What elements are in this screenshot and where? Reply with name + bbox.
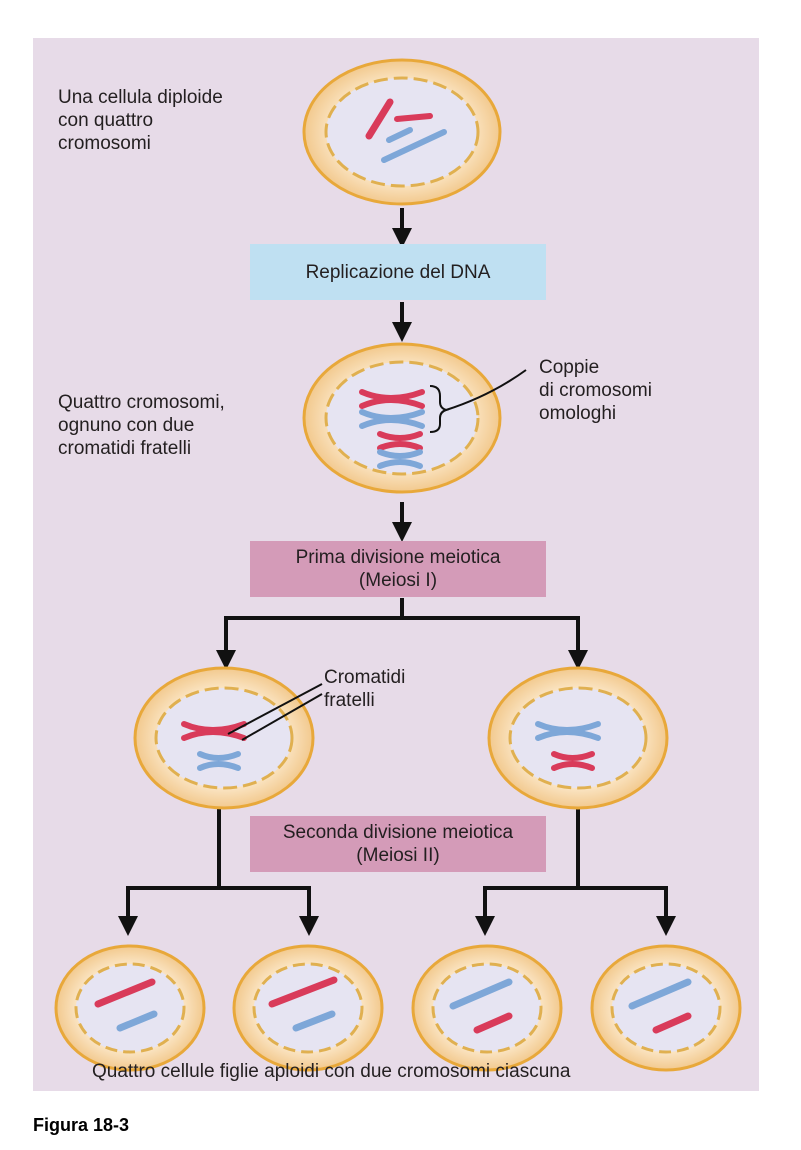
sister-chromatids-pointer bbox=[227, 683, 323, 741]
nucleus bbox=[431, 962, 543, 1054]
arrow-left-split bbox=[128, 808, 309, 890]
arrow-right-split bbox=[485, 808, 666, 890]
meiosis2-box: Seconda divisione meiotica (Meiosi II) bbox=[250, 816, 546, 872]
cell-meiosis1-left bbox=[133, 666, 315, 810]
nucleus bbox=[74, 962, 186, 1054]
daughter-cell-2 bbox=[232, 944, 384, 1072]
meiosis1-box: Prima divisione meiotica (Meiosi I) bbox=[250, 541, 546, 597]
cell-diploid bbox=[302, 58, 502, 206]
arrow-meiosis1-split bbox=[226, 598, 578, 620]
flow-arrows bbox=[118, 208, 676, 936]
daughter-cell-3 bbox=[411, 944, 563, 1072]
label-daughter-cells: Quattro cellule figlie aploidi con due c… bbox=[92, 1061, 571, 1082]
label-diploid-cell: Una cellula diploide con quattro cromoso… bbox=[58, 87, 223, 154]
nucleus bbox=[154, 686, 294, 790]
label-replicated: Quattro cromosomi, ognuno con due cromat… bbox=[58, 392, 225, 459]
homologous-brace bbox=[429, 369, 527, 433]
nucleus bbox=[508, 686, 648, 790]
nucleus bbox=[252, 962, 364, 1054]
label-homologous-pairs: Coppie di cromosomi omologhi bbox=[539, 357, 652, 424]
cell-meiosis1-right bbox=[487, 666, 669, 810]
nucleus bbox=[610, 962, 722, 1054]
figure-caption: Figura 18-3 bbox=[33, 1115, 130, 1135]
daughter-cell-4 bbox=[590, 944, 742, 1072]
cell-replicated bbox=[302, 342, 502, 494]
replication-box: Replicazione del DNA bbox=[250, 244, 546, 300]
label-sister-chromatids: Cromatidi fratelli bbox=[324, 667, 406, 711]
daughter-cell-1 bbox=[54, 944, 206, 1072]
